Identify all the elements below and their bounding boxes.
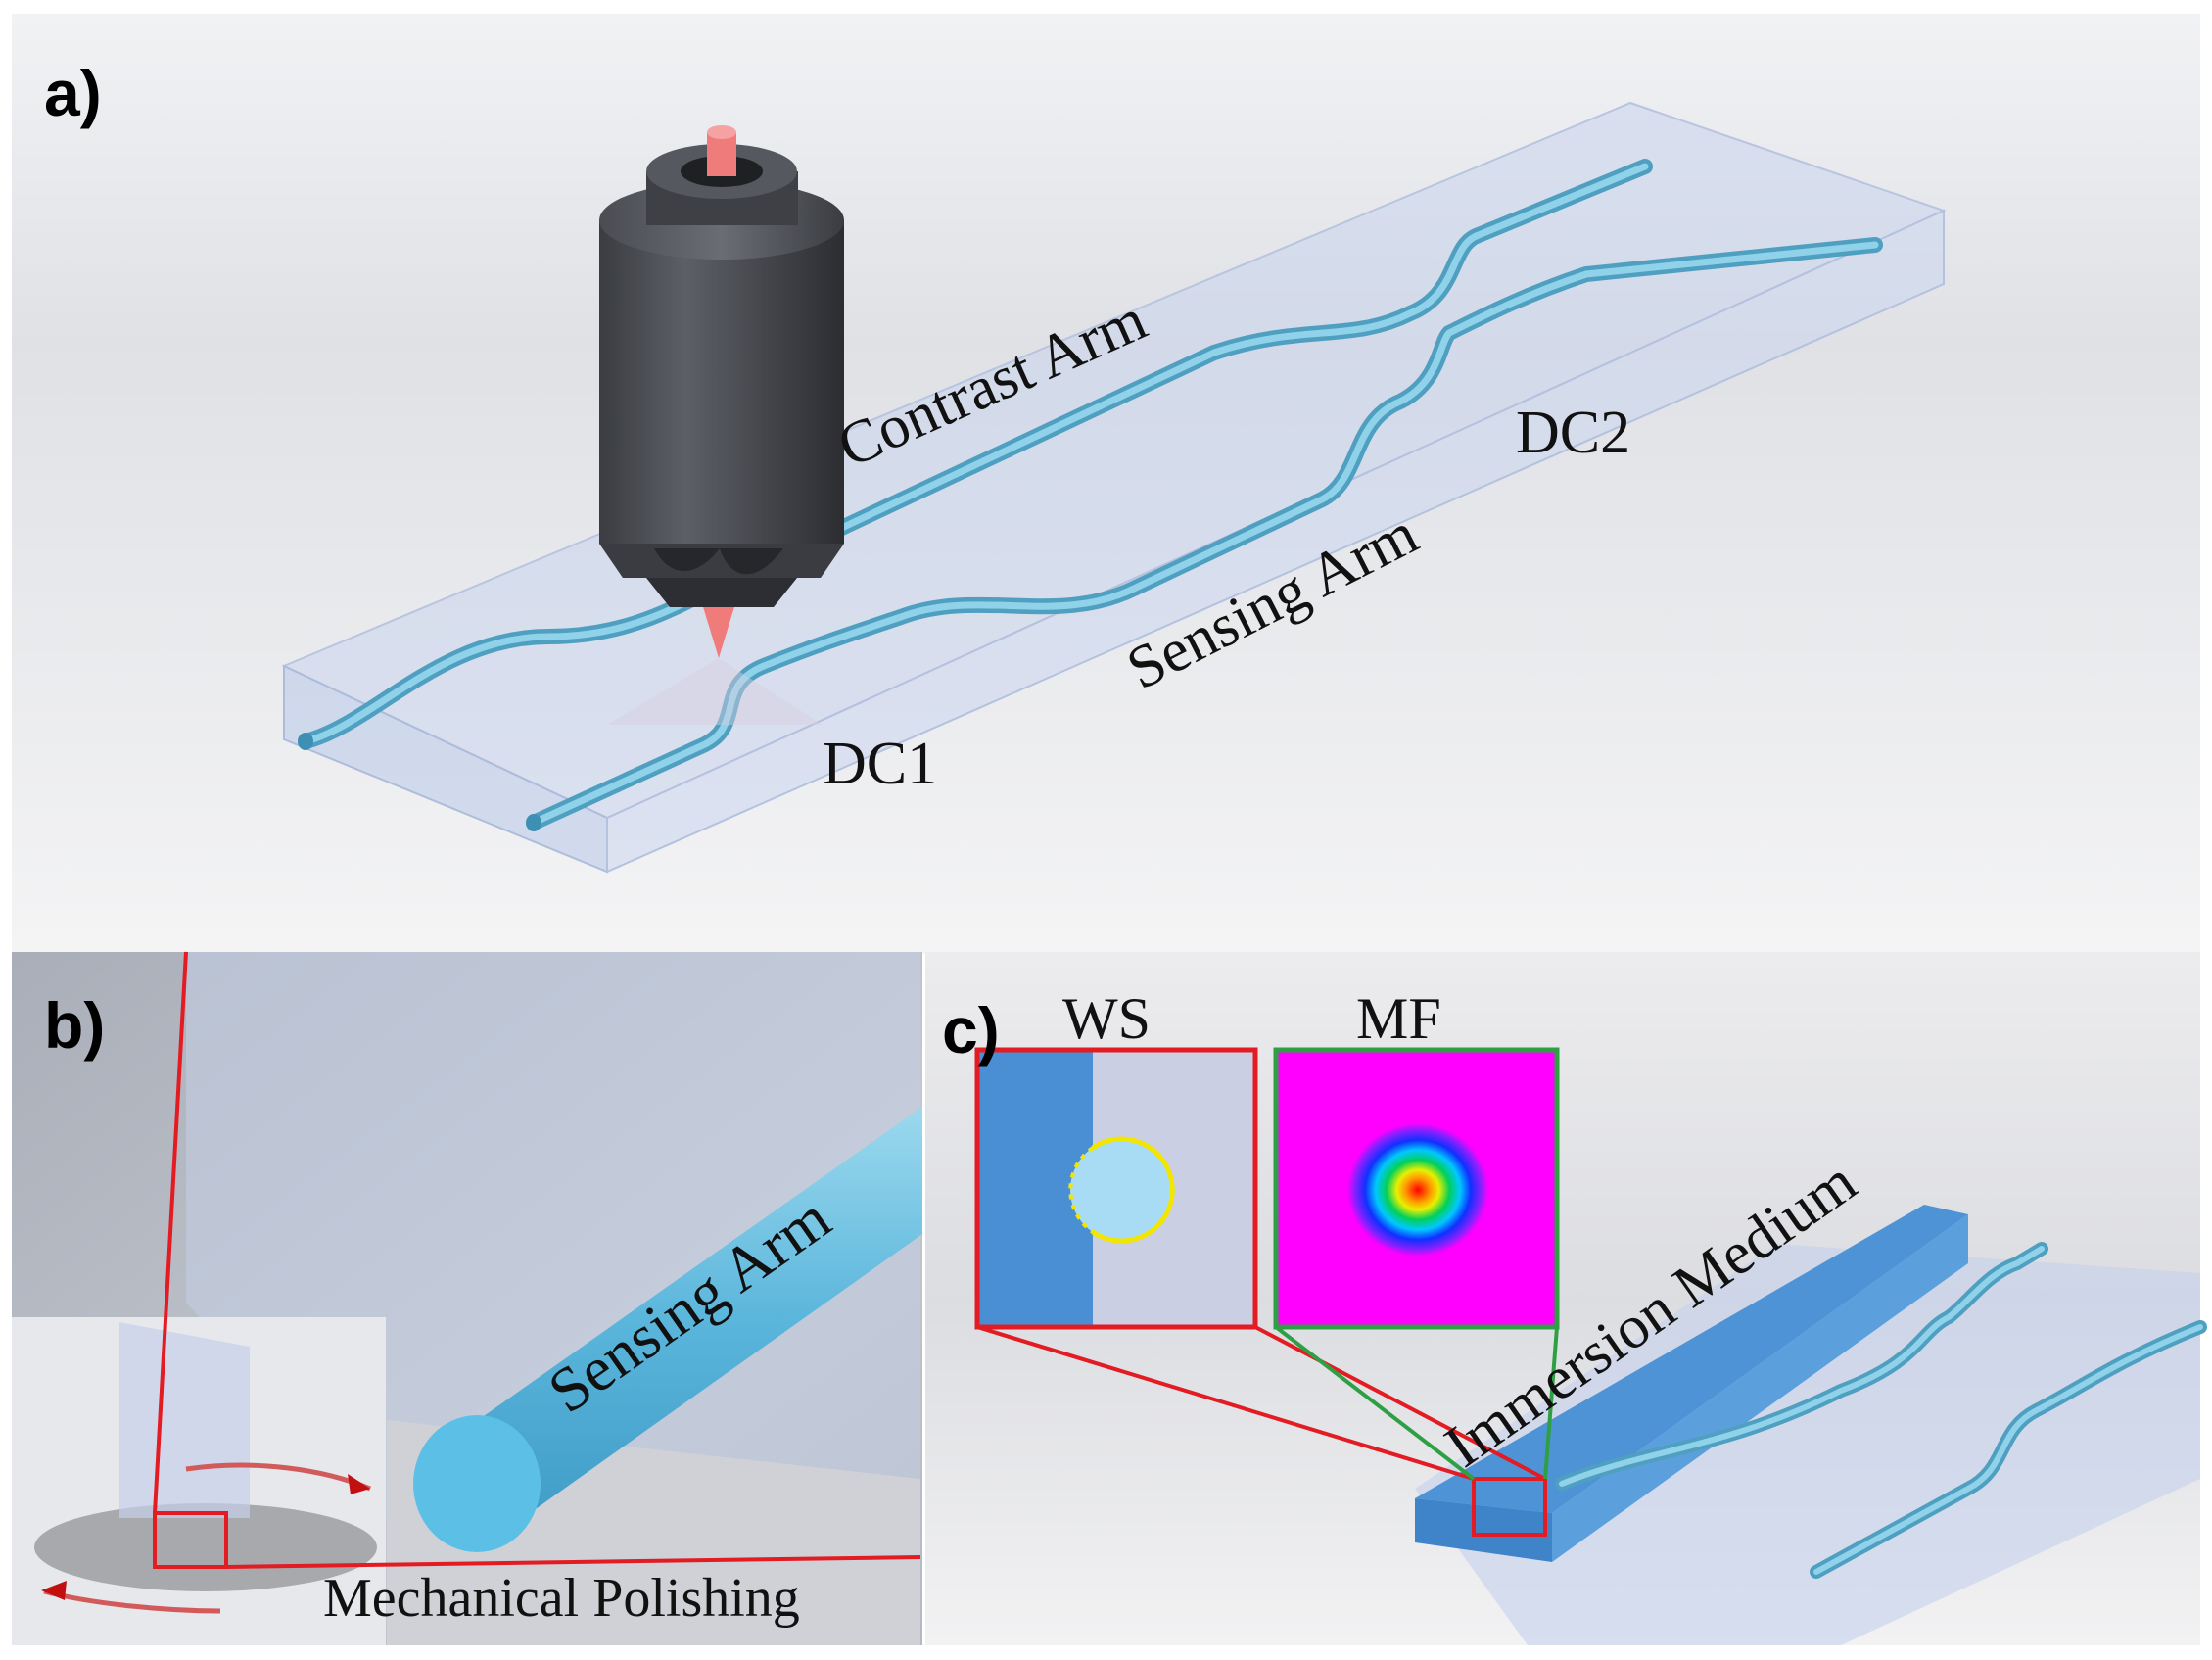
laser-rod (707, 132, 736, 176)
panel-c-waveguides (1555, 1242, 2207, 1579)
panel-c-lower-waveguide-hl (1813, 1324, 2203, 1575)
ws-core-outline (1091, 1136, 1175, 1244)
ws-callout-line-left (976, 1325, 1475, 1481)
polish-callout-line-bottom (225, 1555, 921, 1569)
panel-b: b) Sensing Arm Mechanical Polishing (12, 951, 922, 1645)
mf-inset (1273, 1047, 1560, 1330)
polishing-glass-sample (119, 1322, 250, 1518)
ws-label: WS (1062, 986, 1151, 1051)
mf-frame (1273, 1047, 1560, 1330)
mf-mode-profile (1347, 1123, 1488, 1257)
ws-frame (974, 1047, 1258, 1330)
panel-b-label: b) (44, 989, 105, 1062)
polishing-disc (34, 1503, 377, 1591)
waveguide-end-left (298, 733, 313, 750)
panel-c-upper-waveguide-hl (1559, 1246, 2045, 1487)
laser-rod-top (707, 125, 736, 139)
ws-callout-line-right (1254, 1325, 1546, 1481)
waveguide-end-right (526, 814, 541, 831)
microscope-objective (599, 125, 844, 607)
dc2-label: DC2 (1516, 400, 1630, 466)
dc1-label: DC1 (823, 731, 937, 797)
rotation-arrowhead-top (348, 1474, 370, 1494)
sensing-arm-rod-end (413, 1415, 541, 1552)
chip-side-face (606, 209, 1945, 874)
immersion-medium-front (1415, 1498, 1552, 1562)
objective-notch (654, 548, 783, 575)
facet-highlight-box (1472, 1477, 1547, 1537)
sensing-arm-waveguide-highlight (530, 241, 1879, 827)
objective-tip (646, 578, 797, 607)
mf-callout-line-right (1543, 1326, 1559, 1480)
mf-callout-line-left (1274, 1325, 1476, 1481)
panel-a-label: a) (44, 57, 102, 129)
ws-core-outline-dotted (1068, 1146, 1095, 1234)
polish-region-box (153, 1511, 228, 1569)
panel-c-label: c) (942, 994, 1000, 1067)
ws-inset (974, 1047, 1258, 1330)
panel-c-chip-top (1415, 1244, 2200, 1645)
immersion-medium-top (1415, 1205, 1968, 1513)
panel-a: a) Contrast Arm Sensing Arm DC1 DC2 (12, 14, 2200, 954)
mechanical-polishing-label: Mechanical Polishing (323, 1568, 800, 1629)
immersion-medium-side (1552, 1214, 1968, 1562)
polish-callout-line (153, 951, 188, 1514)
objective-body (599, 220, 844, 544)
ws-core-fill (1070, 1139, 1172, 1241)
sensing-arm-rod (450, 1107, 922, 1528)
panel-c: c) WS MF Immersion Medium (925, 952, 2207, 1645)
mf-label: MF (1356, 986, 1441, 1051)
rotation-arrowhead-bottom (41, 1581, 67, 1600)
laser-light-cone (607, 658, 823, 725)
